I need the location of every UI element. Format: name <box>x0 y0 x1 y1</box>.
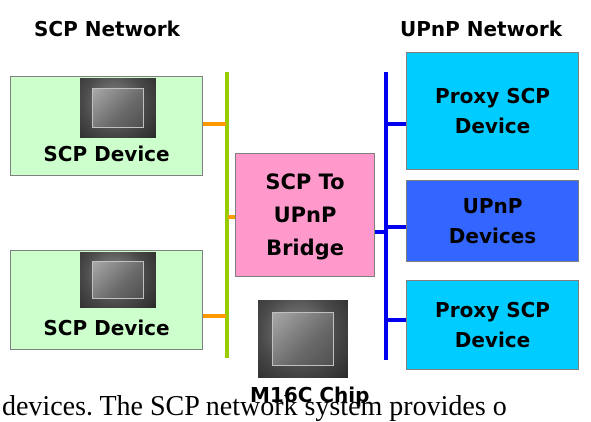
bridge-box: SCP To UPnP Bridge <box>235 153 375 277</box>
upnp-devices-label-line-2: Devices <box>448 224 537 248</box>
chip-icon <box>80 78 156 138</box>
scp-bus-line <box>225 72 229 358</box>
upnp-link-bottom <box>386 318 406 322</box>
chip-icon <box>80 252 156 308</box>
scp-device-box-bottom: SCP Device <box>10 250 203 350</box>
upnp-link-middle <box>386 225 406 229</box>
upnp-bus-line <box>384 72 388 360</box>
upnp-network-title: UPnP Network <box>400 17 563 41</box>
bridge-label-line-1: SCP To <box>265 169 345 194</box>
proxy-label-top-line-1: Proxy SCP <box>435 84 550 108</box>
bridge-link-left <box>228 215 236 219</box>
scp-device-label-bottom: SCP Device <box>43 316 170 340</box>
scp-link-bottom <box>202 314 226 318</box>
proxy-label-top-line-2: Device <box>454 114 531 138</box>
m16c-chip-icon <box>258 300 348 378</box>
proxy-scp-device-box-bottom: Proxy SCP Device <box>406 280 579 370</box>
bridge-label-line-2: UPnP <box>273 202 337 227</box>
scp-link-top <box>202 122 226 126</box>
upnp-devices-label-line-1: UPnP <box>462 194 523 218</box>
upnp-devices-box: UPnP Devices <box>406 180 579 262</box>
chip-label: M16C Chip <box>250 383 370 407</box>
bridge-link-right <box>374 230 386 234</box>
scp-device-label-top: SCP Device <box>43 142 170 166</box>
scp-network-title: SCP Network <box>34 17 180 41</box>
proxy-label-bottom-line-2: Device <box>454 328 531 352</box>
upnp-link-top <box>386 122 406 126</box>
proxy-label-bottom-line-1: Proxy SCP <box>435 298 550 322</box>
proxy-scp-device-box-top: Proxy SCP Device <box>406 52 579 170</box>
bridge-label-line-3: Bridge <box>266 235 344 260</box>
